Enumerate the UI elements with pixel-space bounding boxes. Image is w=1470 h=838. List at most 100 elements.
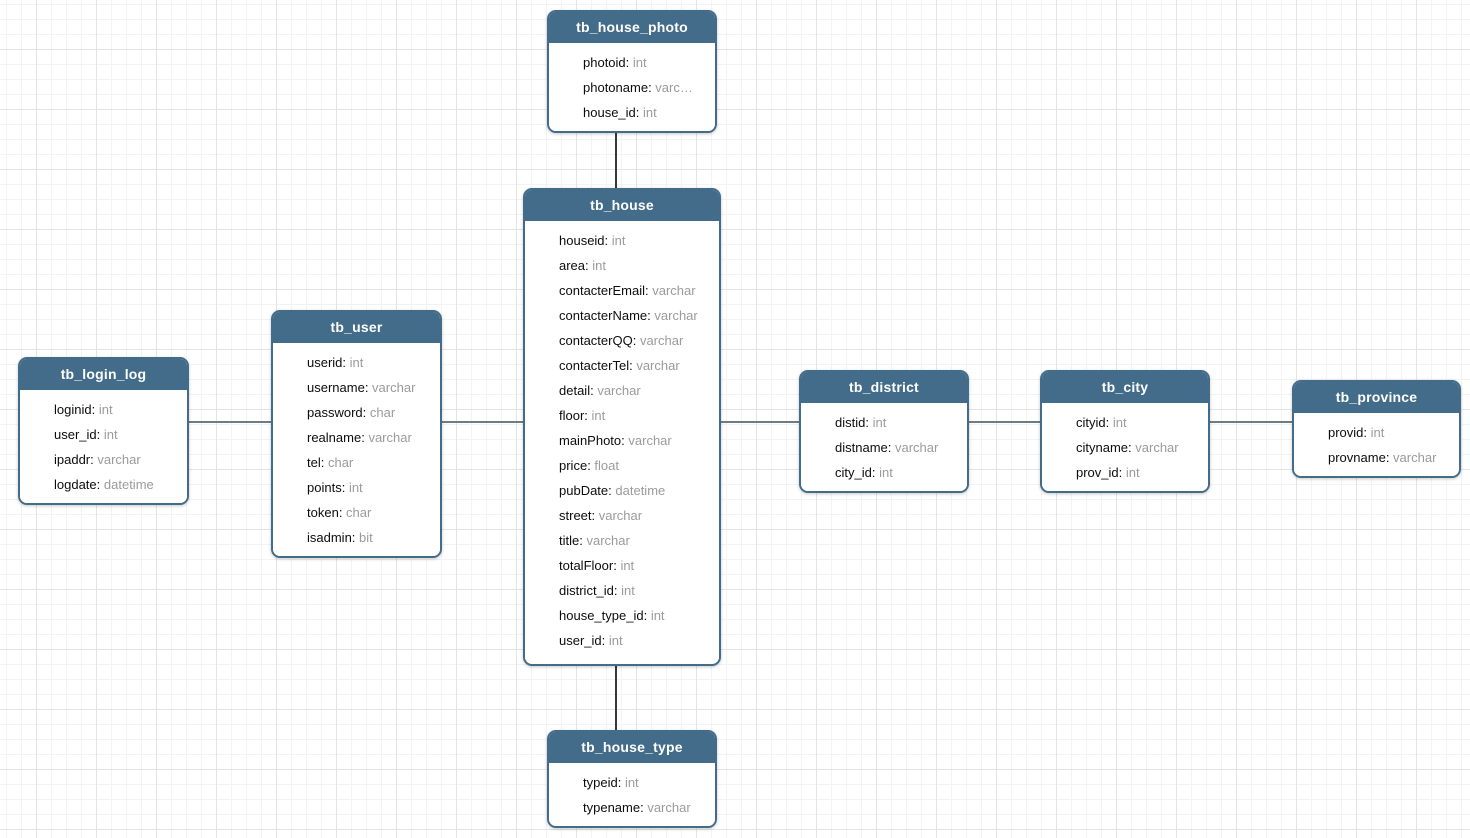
field-type: varchar bbox=[598, 508, 643, 523]
table-tb-district-header[interactable]: tb_district bbox=[801, 372, 967, 403]
field-name: distid bbox=[835, 415, 866, 430]
field-name: logdate bbox=[54, 477, 97, 492]
field-name: cityname bbox=[1076, 440, 1129, 455]
field-row-tb-login-log-ipaddr[interactable]: ipaddr: varchar bbox=[20, 447, 187, 472]
field-row-tb-city-cityname[interactable]: cityname: varchar bbox=[1042, 435, 1208, 460]
field-row-tb-city-cityid[interactable]: cityid: int bbox=[1042, 410, 1208, 435]
field-name: user_id bbox=[54, 427, 97, 442]
field-row-tb-user-isadmin[interactable]: isadmin: bit bbox=[273, 525, 440, 550]
field-row-tb-house-area[interactable]: area: int bbox=[525, 253, 719, 278]
field-type: char bbox=[327, 455, 354, 470]
field-type: char bbox=[346, 505, 372, 520]
field-row-tb-user-token[interactable]: token: char bbox=[273, 500, 440, 525]
field-row-tb-house-title[interactable]: title: varchar bbox=[525, 528, 719, 553]
field-row-tb-city-prov_id[interactable]: prov_id: int bbox=[1042, 460, 1208, 485]
field-colon: : bbox=[887, 440, 895, 455]
field-type: int bbox=[632, 55, 647, 70]
field-row-tb-district-distid[interactable]: distid: int bbox=[801, 410, 967, 435]
field-row-tb-province-provid[interactable]: provid: int bbox=[1294, 420, 1459, 445]
table-tb-house-header[interactable]: tb_house bbox=[525, 190, 719, 221]
table-tb-login-log-header[interactable]: tb_login_log bbox=[20, 359, 187, 390]
field-colon: : bbox=[613, 558, 621, 573]
field-row-tb-user-tel[interactable]: tel: char bbox=[273, 450, 440, 475]
field-row-tb-user-userid[interactable]: userid: int bbox=[273, 350, 440, 375]
field-name: password bbox=[307, 405, 363, 420]
field-type: int bbox=[103, 427, 118, 442]
field-type: float bbox=[594, 458, 619, 473]
field-name: detail bbox=[559, 383, 591, 398]
field-row-tb-login-log-user_id[interactable]: user_id: int bbox=[20, 422, 187, 447]
field-type: datetime bbox=[103, 477, 154, 492]
field-name: totalFloor bbox=[559, 558, 614, 573]
field-name: userid bbox=[307, 355, 343, 370]
field-row-tb-house-contacterName[interactable]: contacterName: varchar bbox=[525, 303, 719, 328]
field-row-tb-house-contacterEmail[interactable]: contacterEmail: varchar bbox=[525, 278, 719, 303]
rel-house-photo-to-house-connector-line bbox=[615, 130, 617, 195]
field-name: house_id bbox=[583, 105, 636, 120]
field-colon: : bbox=[647, 308, 655, 323]
field-row-tb-district-city_id[interactable]: city_id: int bbox=[801, 460, 967, 485]
field-row-tb-district-distname[interactable]: distname: varchar bbox=[801, 435, 967, 460]
field-row-tb-user-password[interactable]: password: char bbox=[273, 400, 440, 425]
rel-house-to-district-connector-line bbox=[717, 421, 803, 423]
field-row-tb-house-photo-house_id[interactable]: house_id: int bbox=[549, 100, 715, 125]
field-row-tb-house-contacterTel[interactable]: contacterTel: varchar bbox=[525, 353, 719, 378]
field-row-tb-house-house_type_id[interactable]: house_type_id: int bbox=[525, 603, 719, 628]
field-type: int bbox=[620, 558, 635, 573]
field-colon: : bbox=[341, 480, 349, 495]
field-name: contacterEmail bbox=[559, 283, 645, 298]
field-row-tb-house-user_id[interactable]: user_id: int bbox=[525, 628, 719, 653]
field-row-tb-house-mainPhoto[interactable]: mainPhoto: varchar bbox=[525, 428, 719, 453]
field-row-tb-house-houseid[interactable]: houseid: int bbox=[525, 228, 719, 253]
table-tb-city-header[interactable]: tb_city bbox=[1042, 372, 1208, 403]
field-row-tb-house-contacterQQ[interactable]: contacterQQ: varchar bbox=[525, 328, 719, 353]
field-row-tb-house-street[interactable]: street: varchar bbox=[525, 503, 719, 528]
field-type: varchar bbox=[597, 383, 641, 398]
field-colon: : bbox=[342, 355, 350, 370]
field-row-tb-login-log-loginid[interactable]: loginid: int bbox=[20, 397, 187, 422]
table-tb-house-photo-header[interactable]: tb_house_photo bbox=[549, 12, 715, 43]
rel-district-to-city-connector-line bbox=[965, 421, 1044, 423]
field-row-tb-house-pubDate[interactable]: pubDate: datetime bbox=[525, 478, 719, 503]
field-colon: : bbox=[91, 402, 99, 417]
field-row-tb-province-provname[interactable]: provname: varchar bbox=[1294, 445, 1459, 470]
field-type: datetime bbox=[615, 483, 666, 498]
field-type: int bbox=[98, 402, 113, 417]
field-colon: : bbox=[1105, 415, 1113, 430]
field-row-tb-house-photo-photoid[interactable]: photoid: int bbox=[549, 50, 715, 75]
field-colon: : bbox=[608, 483, 616, 498]
field-row-tb-house-district_id[interactable]: district_id: int bbox=[525, 578, 719, 603]
field-row-tb-house-price[interactable]: price: float bbox=[525, 453, 719, 478]
field-type: int bbox=[650, 608, 665, 623]
table-tb-house-type-header[interactable]: tb_house_type bbox=[549, 732, 715, 763]
field-name: title bbox=[559, 533, 580, 548]
field-colon: : bbox=[871, 465, 880, 480]
field-row-tb-house-totalFloor[interactable]: totalFloor: int bbox=[525, 553, 719, 578]
field-colon: : bbox=[632, 333, 640, 348]
field-row-tb-user-username[interactable]: username: varchar bbox=[273, 375, 440, 400]
field-row-tb-house-type-typeid[interactable]: typeid: int bbox=[549, 770, 715, 795]
field-type: varchar bbox=[894, 440, 939, 455]
table-tb-user-header[interactable]: tb_user bbox=[273, 312, 440, 343]
field-row-tb-house-floor[interactable]: floor: int bbox=[525, 403, 719, 428]
field-row-tb-house-detail[interactable]: detail: varchar bbox=[525, 378, 719, 403]
field-row-tb-user-points[interactable]: points: int bbox=[273, 475, 440, 500]
field-name: street bbox=[559, 508, 592, 523]
field-colon: : bbox=[96, 427, 104, 442]
field-row-tb-house-photo-photoname[interactable]: photoname: varc… bbox=[549, 75, 715, 100]
field-row-tb-login-log-logdate[interactable]: logdate: datetime bbox=[20, 472, 187, 497]
field-row-tb-house-type-typename[interactable]: typename: varchar bbox=[549, 795, 715, 820]
table-tb-province-header[interactable]: tb_province bbox=[1294, 382, 1459, 413]
field-row-tb-user-realname[interactable]: realname: varchar bbox=[273, 425, 440, 450]
